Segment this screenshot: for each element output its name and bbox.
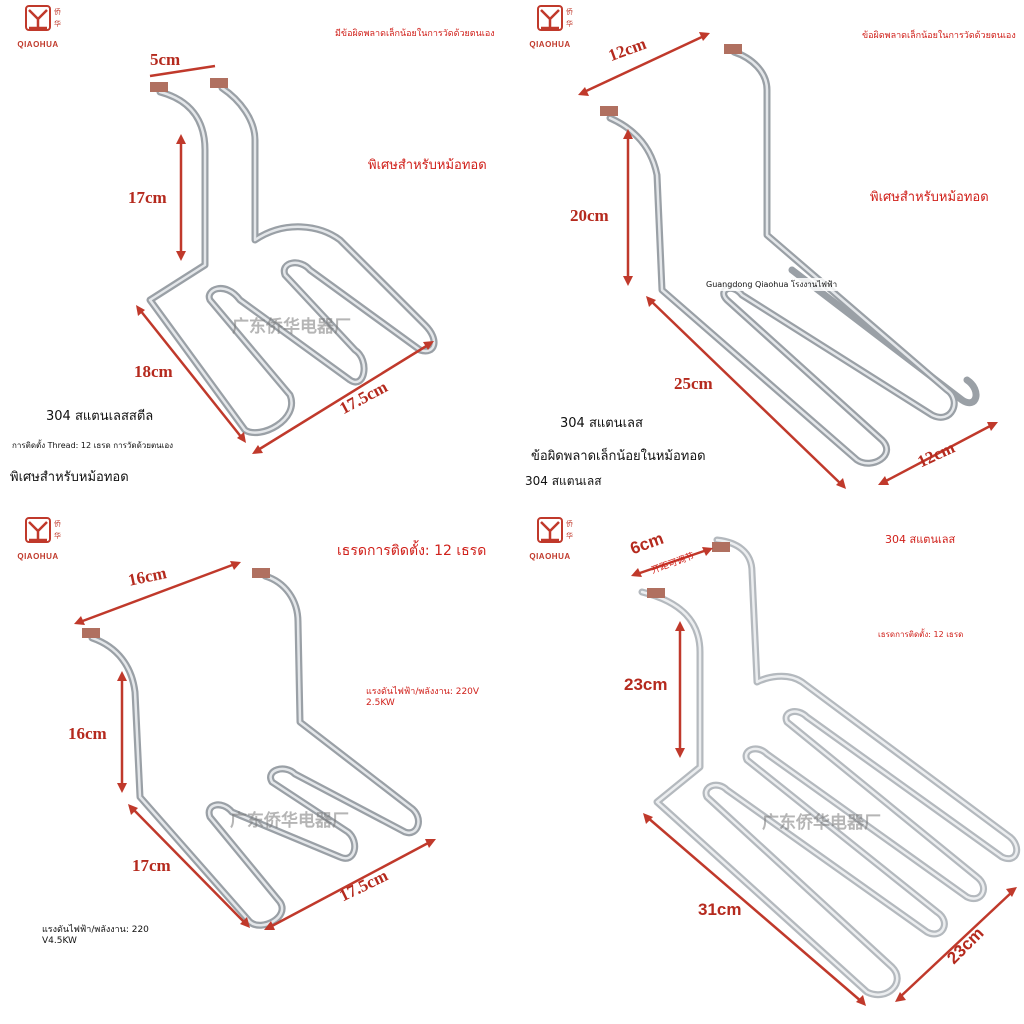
svg-text:华: 华 <box>54 531 61 540</box>
factory-name-label: Guangdong Qiaohua โรงงานไฟฟ้า <box>706 278 838 291</box>
brand-logo-text: QIAOHUA <box>17 40 59 49</box>
brand-logo-icon: 侨 华 <box>537 517 573 543</box>
product-panel-2: 侨 华 QIAOHUA ข้อผิดพลาดเล็กน้อยในการวัดด้… <box>512 0 1024 512</box>
voltage-label-2: แรงดันไฟฟ้า/พลังงาน: 220 <box>42 925 149 935</box>
brand-logo-icon: 侨 华 <box>25 517 61 543</box>
brand-logo-icon: 侨 华 <box>25 5 61 31</box>
svg-text:华: 华 <box>54 19 61 28</box>
heating-element-drawing <box>136 64 438 454</box>
product-panel-1: 侨 华 QIAOHUA มีข้อผิดพลาดเล็กน้อยในการวัด… <box>0 0 512 512</box>
factory-watermark: 广东侨华电器厂 <box>232 317 351 337</box>
product-panel-3: 侨 华 QIAOHUA เธรดการติดตั้ง: 12 เธรด แรงด… <box>0 512 512 1024</box>
material-label: 304 สแตนเลส <box>560 416 643 431</box>
thread-spec-label: เธรดการติดตั้ง: 12 เธรด <box>878 630 964 639</box>
error-note-label: ข้อผิดพลาดเล็กน้อยในหม้อทอด <box>531 449 706 464</box>
power-label-2: V4.5KW <box>42 936 77 946</box>
material-label-2: 304 สแตนเลส <box>525 474 602 488</box>
material-label: 304 สแตนเลสสตีล <box>46 409 154 424</box>
power-label: 2.5KW <box>366 698 395 708</box>
dimension-height: 17cm <box>128 188 167 207</box>
dimension-left: 18cm <box>134 362 173 381</box>
svg-text:华: 华 <box>566 531 573 540</box>
product-panel-4: 侨 华 QIAOHUA 304 สแตนเลส เธรดการติดตั้ง: … <box>512 512 1024 1024</box>
heating-element-drawing <box>578 32 998 489</box>
dimension-left: 25cm <box>674 374 713 393</box>
dimension-height: 16cm <box>68 724 107 743</box>
heating-element-drawing <box>74 561 436 930</box>
svg-text:侨: 侨 <box>54 519 61 528</box>
factory-watermark: 广东侨华电器厂 <box>762 813 881 833</box>
dimension-left: 31cm <box>698 900 742 919</box>
svg-text:侨: 侨 <box>54 7 61 16</box>
brand-logo-text: QIAOHUA <box>529 40 571 49</box>
dimension-height: 23cm <box>624 675 668 694</box>
svg-text:侨: 侨 <box>566 519 573 528</box>
thread-spec-label: เธรดการติดตั้ง: 12 เธรด <box>337 543 487 559</box>
brand-logo-icon: 侨 华 <box>537 5 573 31</box>
factory-watermark: 广东侨华电器厂 <box>230 811 349 831</box>
brand-logo-text: QIAOHUA <box>17 552 59 561</box>
heating-element-drawing <box>631 536 1021 1006</box>
fryer-special-bottom: พิเศษสำหรับหม้อทอด <box>10 470 129 485</box>
dimension-top: 5cm <box>150 50 181 69</box>
dimension-height: 20cm <box>570 206 609 225</box>
material-label: 304 สแตนเลส <box>885 533 956 546</box>
dimension-left: 17cm <box>132 856 171 875</box>
install-thread-label: การติดตั้ง Thread: 12 เธรด การวัดด้วยตนเ… <box>12 441 174 450</box>
fryer-special-label: พิเศษสำหรับหม้อทอด <box>368 158 487 173</box>
voltage-label: แรงดันไฟฟ้า/พลังงาน: 220V <box>366 687 480 697</box>
measurement-note: มีข้อผิดพลาดเล็กน้อยในการวัดด้วยตนเอง <box>335 29 495 39</box>
fryer-special-label: พิเศษสำหรับหม้อทอด <box>870 190 989 205</box>
svg-text:侨: 侨 <box>566 7 573 16</box>
svg-text:华: 华 <box>566 19 573 28</box>
measurement-note: ข้อผิดพลาดเล็กน้อยในการวัดด้วยตนเอง <box>862 31 1016 41</box>
brand-logo-text: QIAOHUA <box>529 552 571 561</box>
